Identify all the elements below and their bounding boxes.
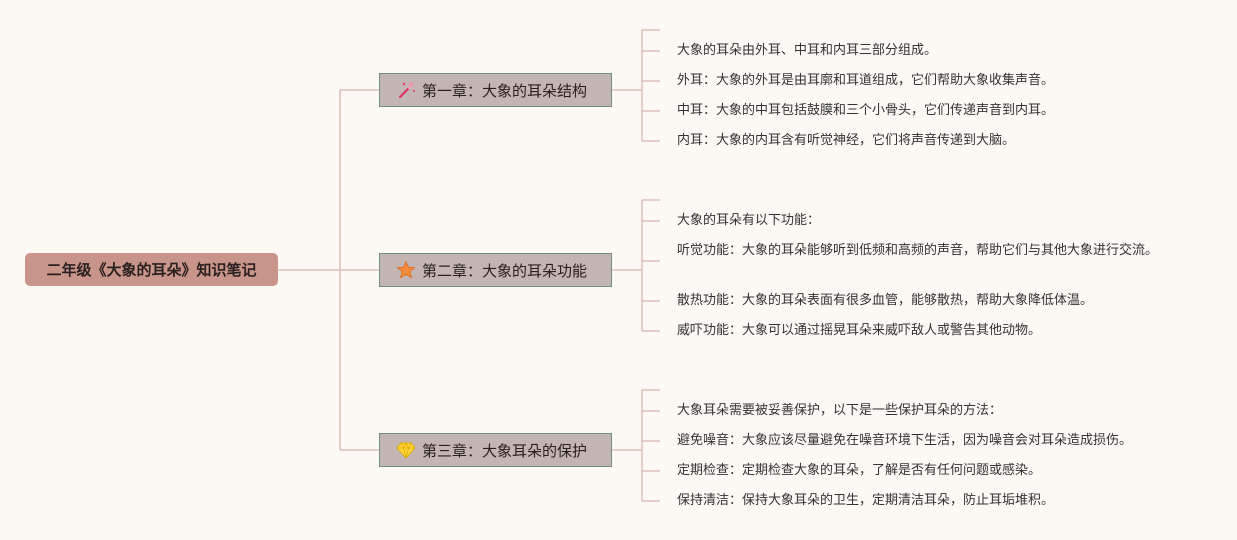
leaf-item[interactable]: 外耳：大象的外耳是由耳廓和耳道组成，它们帮助大象收集声音。 [677,73,1055,88]
chapter-label: 第二章：大象的耳朵功能 [422,261,588,280]
leaf-item[interactable]: 中耳：大象的中耳包括鼓膜和三个小骨头，它们传递声音到内耳。 [677,103,1055,118]
chapter-node-protection[interactable]: 第三章：大象耳朵的保护 [379,433,612,467]
magic-wand-icon [396,80,416,100]
leaf-item[interactable]: 内耳：大象的内耳含有听觉神经，它们将声音传递到大脑。 [677,133,1016,148]
leaf-item[interactable]: 大象的耳朵有以下功能： [677,213,821,228]
star-icon [396,260,416,280]
chapter-label: 第三章：大象耳朵的保护 [422,441,588,460]
chapter-node-function[interactable]: 第二章：大象的耳朵功能 [379,253,612,287]
diamond-icon [396,440,416,460]
chapter-label: 第一章：大象的耳朵结构 [422,81,588,100]
leaf-item[interactable]: 大象的耳朵由外耳、中耳和内耳三部分组成。 [677,43,938,58]
leaf-item[interactable]: 听觉功能：大象的耳朵能够听到低频和高频的声音，帮助它们与其他大象进行交流。 [677,243,1159,258]
root-label: 二年级《大象的耳朵》知识笔记 [46,261,257,279]
leaf-item[interactable]: 大象耳朵需要被妥善保护，以下是一些保护耳朵的方法： [677,403,1003,418]
chapter-node-structure[interactable]: 第一章：大象的耳朵结构 [379,73,612,107]
leaf-item[interactable]: 散热功能：大象的耳朵表面有很多血管，能够散热，帮助大象降低体温。 [677,293,1094,308]
leaf-item[interactable]: 定期检查：定期检查大象的耳朵，了解是否有任何问题或感染。 [677,463,1042,478]
root-node[interactable]: 二年级《大象的耳朵》知识笔记 [25,253,278,286]
leaf-item[interactable]: 保持清洁：保持大象耳朵的卫生，定期清洁耳朵，防止耳垢堆积。 [677,493,1055,508]
leaf-item[interactable]: 威吓功能：大象可以通过摇晃耳朵来威吓敌人或警告其他动物。 [677,323,1042,338]
leaf-item[interactable]: 避免噪音：大象应该尽量避免在噪音环境下生活，因为噪音会对耳朵造成损伤。 [677,433,1133,448]
